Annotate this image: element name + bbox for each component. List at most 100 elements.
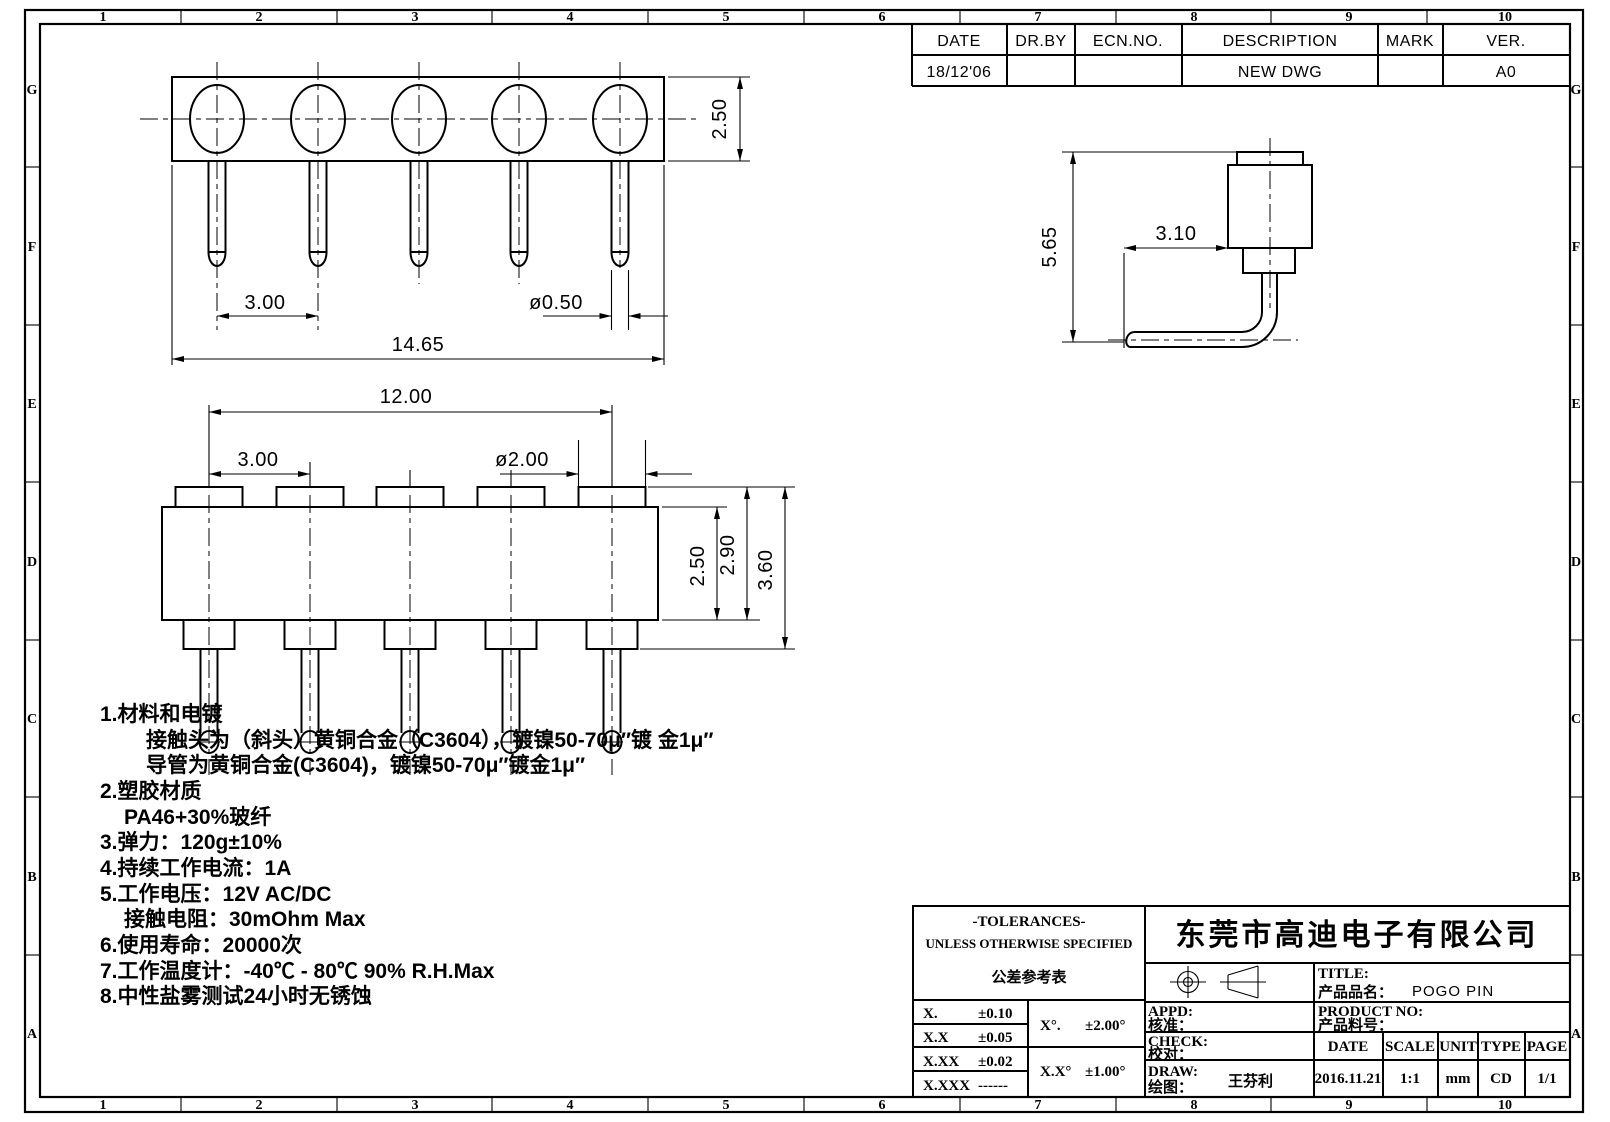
bent-pin — [1125, 273, 1278, 348]
notes: 1.材料和电镀 接触头为（斜头）黄铜合金（C3604），镀镍50-70μ″镀 金… — [100, 702, 713, 1008]
dim-tail-length: 3.10 — [1123, 223, 1228, 348]
dimension-label: 5.65 — [1039, 227, 1061, 268]
centerlines — [140, 62, 697, 330]
grid-row-label: F — [1572, 240, 1581, 255]
grid-col-label: 1 — [100, 10, 107, 25]
tol-angle-value: ±1.00° — [1085, 1064, 1125, 1080]
draw-label-cn: 绘图： — [1148, 1078, 1193, 1096]
dim-cap-diameter: ø2.00 — [495, 449, 692, 477]
product-no-label-cn: 产品料号： — [1318, 1016, 1393, 1034]
dim-pin-pitch: 3.00 — [217, 292, 318, 319]
grid-col-label: 1 — [100, 1098, 107, 1113]
grid-ticks — [25, 10, 1583, 1112]
dim-body-height: 2.50 — [662, 506, 760, 621]
dim-pitch: 3.00 — [209, 449, 310, 477]
rev-header-drby: DR.BY — [1015, 33, 1066, 50]
grid-row-label: C — [27, 712, 37, 727]
dim-overall-length: 14.65 — [171, 165, 665, 365]
extension-lines — [208, 405, 647, 487]
product-name-value: POGO PIN — [1412, 983, 1494, 1000]
grid-col-label: 5 — [723, 1098, 730, 1113]
value-unit: mm — [1446, 1071, 1471, 1087]
product-no-label: PRODUCT NO: — [1318, 1004, 1423, 1020]
note-line: PA46+30%玻纤 — [124, 805, 271, 829]
value-date: 2016.11.21 — [1315, 1071, 1382, 1087]
grid-row-label: G — [1571, 83, 1582, 98]
title-block: -TOLERANCES- UNLESS OTHERWISE SPECIFIED … — [912, 905, 1571, 1098]
note-line: 2.塑胶材质 — [100, 779, 202, 803]
sheet-frame: 1 2 3 4 5 6 7 8 9 10 1 2 3 4 5 6 7 8 9 1… — [23, 8, 1585, 1114]
grid-row-label: D — [27, 555, 37, 570]
value-page: 1/1 — [1537, 1071, 1556, 1087]
note-line: 6.使用寿命：20000次 — [100, 933, 302, 957]
tolerances-title: -TOLERANCES- — [972, 914, 1085, 930]
tol-label: X. — [923, 1006, 938, 1022]
grid-col-label: 6 — [879, 10, 886, 25]
grid-col-label: 8 — [1191, 1098, 1198, 1113]
company-name: 东莞市高迪电子有限公司 — [1176, 918, 1539, 952]
dimension-label: 3.00 — [245, 292, 286, 314]
grid-column-labels-top: 1 2 3 4 5 6 7 8 9 10 — [100, 10, 1513, 25]
grid-row-label: B — [1571, 870, 1580, 885]
rev-header-ecnno: ECN.NO. — [1093, 33, 1163, 50]
dimension-label: 3.10 — [1156, 223, 1197, 245]
dim-height-with-cap: 2.90 — [648, 486, 795, 620]
rev-entry-ver: A0 — [1496, 64, 1517, 81]
value-type: CD — [1490, 1071, 1512, 1087]
dimension-label: 3.00 — [238, 449, 279, 471]
dim-pin-diameter: ø0.50 — [529, 270, 668, 330]
grid-col-label: 4 — [567, 1098, 574, 1113]
grid-row-label: B — [27, 870, 36, 885]
dim-overall-height: 5.65 — [1039, 151, 1237, 343]
draw-label: DRAW: — [1148, 1064, 1198, 1080]
grid-col-label: 9 — [1346, 10, 1353, 25]
tol-label: X.X — [923, 1030, 949, 1046]
header-page: PAGE — [1527, 1039, 1568, 1055]
appd-label: APPD: — [1148, 1004, 1193, 1020]
note-line: 5.工作电压：12V AC/DC — [100, 882, 331, 906]
grid-col-label: 2 — [256, 10, 263, 25]
tol-value: ±0.10 — [978, 1006, 1012, 1022]
grid-col-label: 6 — [879, 1098, 886, 1113]
top-view: 2.50 3.00 ø0.50 14.65 — [140, 62, 750, 365]
check-label: CHECK: — [1148, 1034, 1208, 1050]
grid-col-label: 4 — [567, 10, 574, 25]
note-line: 3.弹力：120g±10% — [100, 830, 282, 854]
side-view: 5.65 3.10 — [1039, 138, 1313, 348]
pins — [207, 161, 630, 268]
note-line: 接触头为（斜头）黄铜合金（C3604），镀镍50-70μ″镀 金1μ″ — [146, 728, 713, 752]
front-view: 12.00 3.00 ø2.00 2.50 2.90 3.60 — [161, 386, 795, 775]
grid-row-label: A — [1571, 1027, 1582, 1042]
note-line: 7.工作温度计：-40℃ - 80℃ 90% R.H.Max — [100, 959, 495, 983]
grid-row-label: F — [28, 240, 37, 255]
rev-entry-description: NEW DWG — [1238, 64, 1322, 81]
note-line: 1.材料和电镀 — [100, 702, 224, 726]
note-line: 接触电阻：30mOhm Max — [124, 908, 366, 931]
grid-col-label: 3 — [412, 1098, 419, 1113]
dimension-label: ø2.00 — [495, 449, 549, 471]
grid-col-label: 2 — [256, 1098, 263, 1113]
note-line: 8.中性盐雾测试24小时无锈蚀 — [100, 984, 372, 1008]
rev-entry-date: 18/12'06 — [927, 64, 992, 81]
grid-row-label: G — [27, 83, 38, 98]
grid-row-label: A — [27, 1027, 38, 1042]
draw-value: 王芬利 — [1228, 1072, 1273, 1090]
note-line: 4.持续工作电流：1A — [100, 856, 291, 880]
dim-strip-height: 2.50 — [668, 76, 750, 162]
header-date: DATE — [1328, 1039, 1369, 1055]
dimension-label: 2.50 — [687, 546, 709, 587]
rev-header-ver: VER. — [1486, 33, 1525, 50]
header-unit: UNIT — [1439, 1039, 1477, 1055]
header-scale: SCALE — [1385, 1039, 1435, 1055]
note-line: 导管为黄铜合金(C3604)，镀镍50-70μ″镀金1μ″ — [146, 753, 585, 777]
title-label: TITLE: — [1318, 966, 1369, 982]
grid-row-label: D — [1571, 555, 1581, 570]
grid-row-labels-right: G F E D C B A — [1571, 83, 1582, 1042]
grid-col-label: 5 — [723, 10, 730, 25]
tolerances-subtitle-cn: 公差参考表 — [991, 968, 1067, 986]
dimension-label: 14.65 — [392, 334, 445, 356]
grid-col-label: 3 — [412, 10, 419, 25]
grid-row-label: C — [1571, 712, 1581, 727]
value-scale: 1:1 — [1400, 1071, 1420, 1087]
